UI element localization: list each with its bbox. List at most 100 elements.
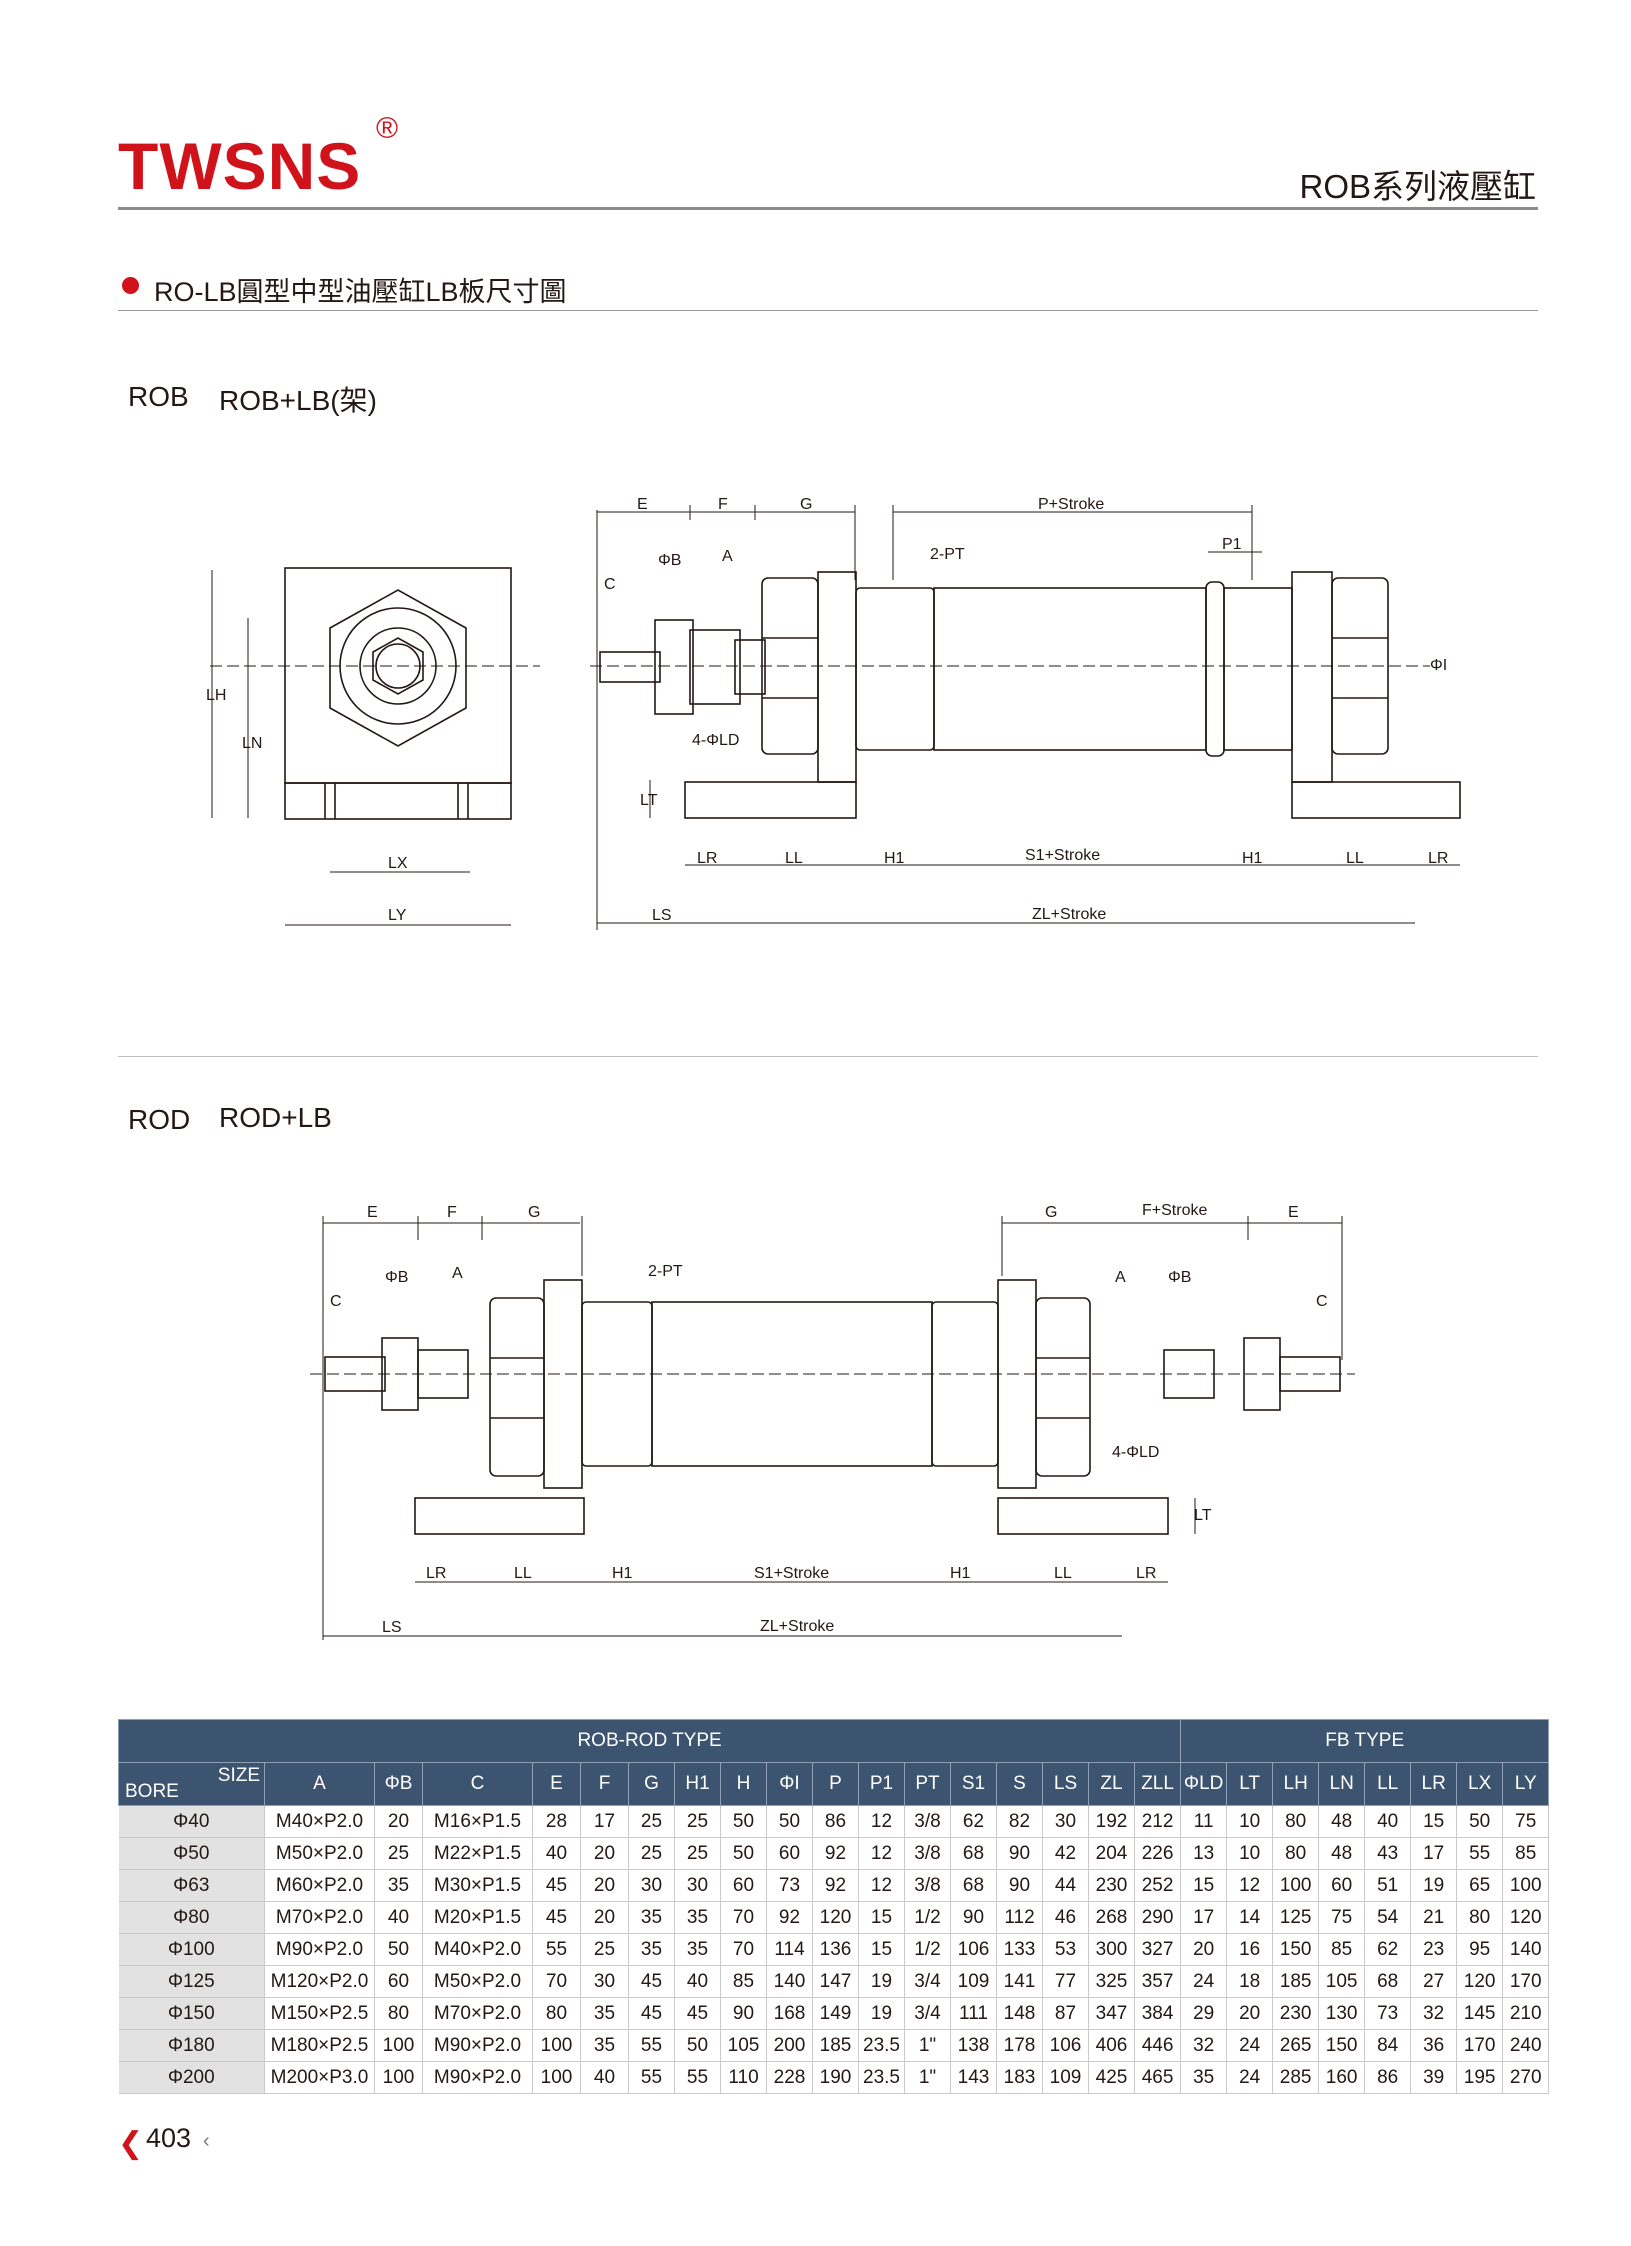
column-header: LX xyxy=(1456,1762,1504,1806)
bore-cell: Φ100 xyxy=(118,1933,265,1966)
table-cell: 35 xyxy=(628,1901,675,1934)
table-cell: 3/4 xyxy=(904,1997,951,2030)
label-e: E xyxy=(637,496,648,513)
table-cell: 141 xyxy=(996,1965,1043,1998)
table-cell: 357 xyxy=(1134,1965,1182,1998)
table-cell: M90×P2.0 xyxy=(264,1933,375,1966)
registered-mark: ® xyxy=(376,112,399,145)
label-g: G xyxy=(528,1204,540,1221)
table-cell: 30 xyxy=(580,1965,629,1998)
table-cell: 24 xyxy=(1180,1965,1228,1998)
label-phib: ΦB xyxy=(658,552,681,569)
table-cell: 138 xyxy=(950,2029,997,2062)
column-header: F xyxy=(580,1762,629,1806)
group-rob-rod: ROB-ROD TYPE xyxy=(117,1719,1182,1763)
column-header: S1 xyxy=(950,1762,997,1806)
label-f: F xyxy=(447,1204,457,1221)
table-cell: 270 xyxy=(1502,2061,1550,2094)
table-cell: M60×P2.0 xyxy=(264,1869,375,1902)
table-cell: 10 xyxy=(1226,1805,1274,1838)
model-name-rod: ROD+LB xyxy=(219,1102,332,1133)
table-cell: 170 xyxy=(1502,1965,1550,1998)
label-lh: LH xyxy=(206,687,226,704)
table-cell: 16 xyxy=(1226,1933,1274,1966)
table-cell: 32 xyxy=(1180,2029,1228,2062)
table-cell: 100 xyxy=(1272,1869,1320,1902)
label-lr-right: LR xyxy=(1428,850,1448,867)
table-cell: M90×P2.0 xyxy=(422,2029,533,2062)
label-zl-stroke: ZL+Stroke xyxy=(760,1618,834,1635)
table-cell: 147 xyxy=(812,1965,859,1998)
table-cell: 15 xyxy=(858,1933,905,1966)
label-ll-left: LL xyxy=(514,1565,532,1582)
label-p-stroke: P+Stroke xyxy=(1038,496,1104,513)
label-ly: LY xyxy=(388,907,407,924)
table-cell: 145 xyxy=(1456,1997,1504,2030)
table-cell: 120 xyxy=(1502,1901,1550,1934)
table-cell: 285 xyxy=(1272,2061,1320,2094)
table-cell: 240 xyxy=(1502,2029,1550,2062)
end-view-plate xyxy=(284,782,512,820)
label-s1-stroke: S1+Stroke xyxy=(1025,847,1100,864)
end-view-block xyxy=(284,567,512,784)
table-cell: 40 xyxy=(1364,1805,1412,1838)
table-cell: 82 xyxy=(996,1805,1043,1838)
table-cell: 87 xyxy=(1042,1997,1089,2030)
table-cell: M90×P2.0 xyxy=(422,2061,533,2094)
table-cell: 60 xyxy=(720,1869,767,1902)
table-cell: 465 xyxy=(1134,2061,1182,2094)
table-cell: 20 xyxy=(374,1805,423,1838)
table-cell: 17 xyxy=(1180,1901,1228,1934)
table-cell: 265 xyxy=(1272,2029,1320,2062)
label-h1-right: H1 xyxy=(950,1565,971,1582)
table-cell: 226 xyxy=(1134,1837,1182,1870)
corner-cell: SIZE BORE xyxy=(118,1762,265,1806)
table-cell: 25 xyxy=(628,1805,675,1838)
label-phii: ΦI xyxy=(1430,657,1447,674)
column-header: H1 xyxy=(674,1762,721,1806)
table-cell: 136 xyxy=(812,1933,859,1966)
table-cell: 210 xyxy=(1502,1997,1550,2030)
table-cell: 100 xyxy=(374,2061,423,2094)
table-cell: 150 xyxy=(1272,1933,1320,1966)
label-c-right: C xyxy=(1316,1293,1328,1310)
column-header: A xyxy=(264,1762,375,1806)
table-cell: 30 xyxy=(1042,1805,1089,1838)
table-cell: 110 xyxy=(720,2061,767,2094)
table-cell: 15 xyxy=(858,1901,905,1934)
column-header: LN xyxy=(1318,1762,1366,1806)
table-cell: 109 xyxy=(1042,2061,1089,2094)
table-cell: 170 xyxy=(1456,2029,1504,2062)
table-cell: 85 xyxy=(1502,1837,1550,1870)
label-lt: LT xyxy=(640,792,658,809)
column-header: S xyxy=(996,1762,1043,1806)
table-cell: 446 xyxy=(1134,2029,1182,2062)
table-cell: 150 xyxy=(1318,2029,1366,2062)
bore-cell: Φ50 xyxy=(118,1837,265,1870)
table-cell: 85 xyxy=(720,1965,767,1998)
table-cell: 183 xyxy=(996,2061,1043,2094)
label-g-right: G xyxy=(1045,1204,1057,1221)
table-cell: 27 xyxy=(1410,1965,1458,1998)
label-lx: LX xyxy=(388,855,408,872)
table-cell: M150×P2.5 xyxy=(264,1997,375,2030)
table-cell: 86 xyxy=(1364,2061,1412,2094)
table-cell: 50 xyxy=(374,1933,423,1966)
table-cell: 17 xyxy=(580,1805,629,1838)
table-cell: 28 xyxy=(532,1805,581,1838)
table-cell: 44 xyxy=(1042,1869,1089,1902)
label-zl-stroke: ZL+Stroke xyxy=(1032,906,1106,923)
table-cell: 3/8 xyxy=(904,1805,951,1838)
table-cell: 29 xyxy=(1180,1997,1228,2030)
table-cell: 40 xyxy=(674,1965,721,1998)
table-cell: 120 xyxy=(1456,1965,1504,1998)
table-cell: M50×P2.0 xyxy=(422,1965,533,1998)
label-phib: ΦB xyxy=(385,1269,408,1286)
table-cell: 100 xyxy=(532,2029,581,2062)
column-header: LS xyxy=(1042,1762,1089,1806)
table-cell: 80 xyxy=(1456,1901,1504,1934)
table-cell: 92 xyxy=(812,1869,859,1902)
table-cell: 105 xyxy=(1318,1965,1366,1998)
